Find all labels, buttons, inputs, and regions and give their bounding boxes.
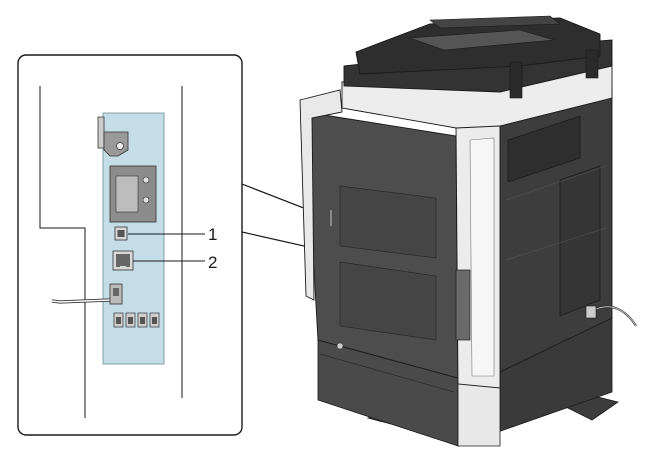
callout-label-2: 2 [208,253,217,272]
cable-line-left [39,86,86,418]
machine-connector-area [455,269,471,341]
option-slot [109,165,157,223]
network-port [112,250,134,271]
power-cable [51,283,123,305]
machine-left-panel [299,89,343,301]
detail-inset: 1 2 [17,54,243,436]
callout-label-1: 1 [208,225,217,244]
usb-port [114,226,128,241]
cable-clamp [97,116,129,157]
bottom-ports [113,312,160,328]
mfp-machine [299,15,637,447]
